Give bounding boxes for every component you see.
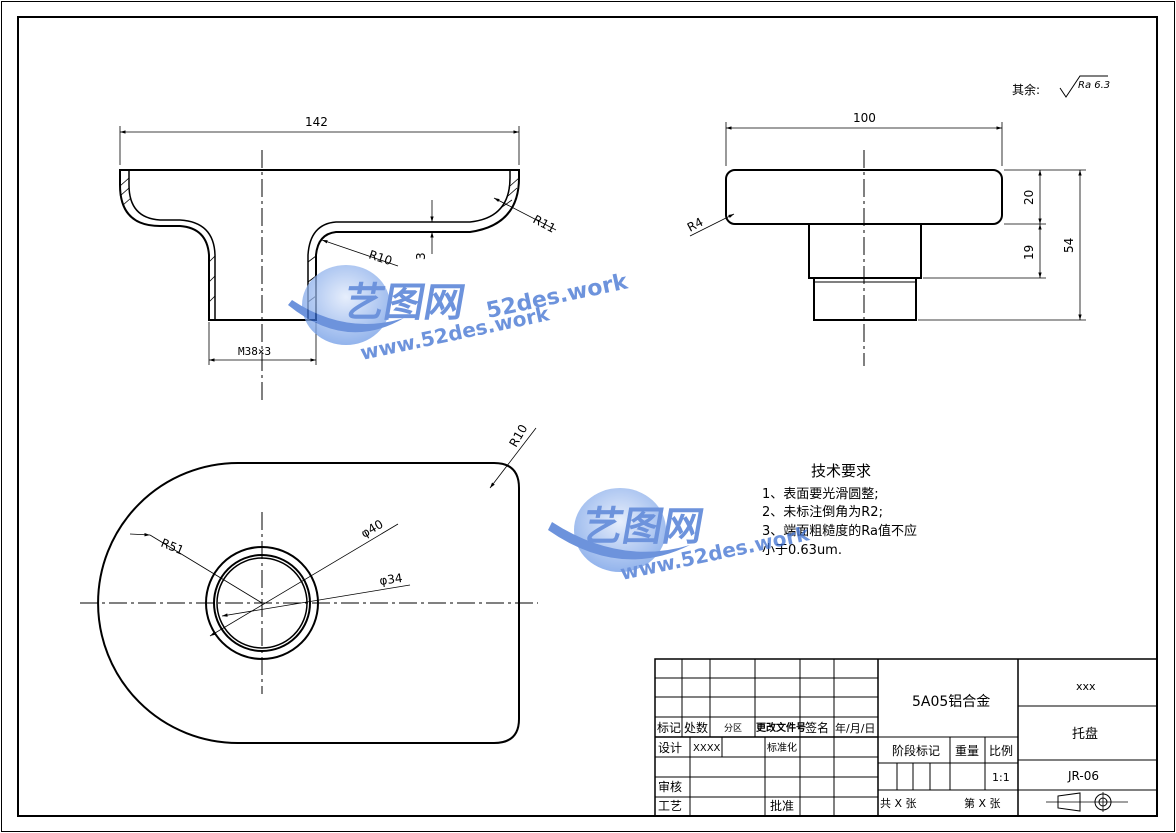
tb-part-name: 托盘 (1072, 726, 1098, 742)
inner-frame (17, 16, 1158, 817)
tech-title: 技术要求 (811, 462, 871, 480)
tb-process: 工艺 (658, 799, 682, 813)
top-view (80, 427, 538, 744)
watermark-logo: 艺图网 (579, 503, 707, 550)
tb-sheets-total: 共 X 张 (880, 797, 917, 810)
dim-r11: R11 (531, 212, 558, 235)
dim-r10-front: R10 (367, 248, 394, 269)
roughness-prefix: 其余: (1012, 82, 1040, 97)
dim-thickness-3: 3 (414, 252, 428, 260)
tb-design: 设计 (658, 741, 682, 755)
dim-r51: R51 (159, 536, 186, 558)
tb-scale-label: 比例 (989, 744, 1013, 758)
tb-date: 年/月/日 (835, 721, 875, 735)
tb-designer: XXXX (693, 743, 721, 754)
front-view (119, 126, 557, 402)
dim-20: 20 (1022, 190, 1036, 205)
dim-19: 19 (1022, 245, 1036, 260)
dim-r10-top: R10 (506, 422, 530, 449)
dim-r4: R4 (685, 215, 706, 235)
tb-stage-mark: 阶段标记 (892, 743, 940, 758)
tech-item: 2、未标注倒角为R2; (762, 505, 883, 520)
tech-item: 3、端面粗糙度的Ra值不应 (762, 523, 917, 539)
dim-dia34: φ34 (378, 571, 403, 588)
tb-standardize: 标准化 (767, 741, 797, 754)
tech-item: 小于0.63um. (762, 543, 842, 558)
tb-scale-value: 1:1 (992, 771, 1010, 784)
tb-docno: 更改文件号 (756, 721, 806, 734)
tb-review: 审核 (658, 779, 682, 794)
tb-drawing-no: JR-06 (1067, 769, 1099, 783)
title-block-text: 标记 处数 分区 更改文件号 签名 年/月/日 设计 XXXX 标准化 审核 工… (657, 680, 1099, 813)
watermark-2: 艺图网 www.52des.work (548, 488, 812, 585)
watermark-1: 艺图网 52des.work www.52des.work (288, 265, 631, 365)
watermark-logo: 艺图网 (341, 279, 469, 326)
tb-approve: 批准 (770, 798, 794, 813)
side-view (689, 122, 1086, 366)
projection-symbol-icon (1046, 792, 1128, 812)
title-block (654, 658, 1158, 817)
tech-requirements: 技术要求 1、表面要光滑圆整; 2、未标注倒角为R2; 3、端面粗糙度的Ra值不… (762, 462, 917, 558)
tb-weight: 重量 (955, 744, 979, 758)
tb-material: 5A05铝合金 (912, 694, 990, 710)
tech-item: 1、表面要光滑圆整; (762, 487, 879, 502)
tb-count: 处数 (684, 720, 708, 735)
dim-100: 100 (853, 111, 876, 125)
dim-54: 54 (1062, 238, 1076, 253)
tb-mark: 标记 (657, 721, 681, 735)
roughness-note: 其余: Ra 6.3 (1012, 75, 1110, 98)
tb-company: xxx (1076, 680, 1096, 693)
tb-sign: 签名 (805, 720, 829, 735)
dim-142: 142 (305, 115, 328, 129)
tb-zone: 分区 (724, 723, 742, 734)
roughness-value: Ra 6.3 (1078, 80, 1110, 91)
tb-sheet-no: 第 X 张 (964, 796, 1001, 810)
dim-thread: M38×3 (238, 345, 271, 358)
dim-dia40: φ40 (359, 517, 386, 541)
